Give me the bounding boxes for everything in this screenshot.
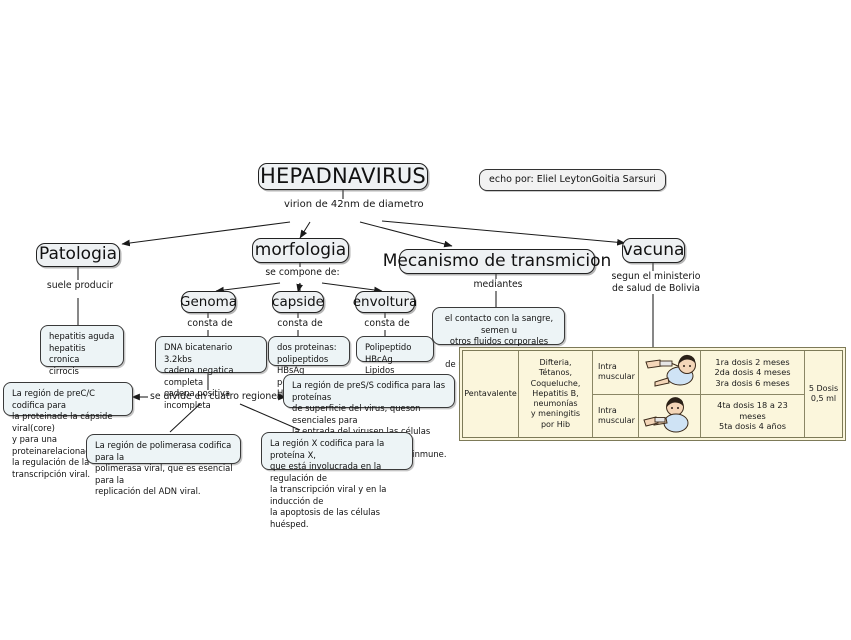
info-region-pres: La región de preS/S codifica para las pr… [283,374,455,459]
baby-vaccination-illustration-icon [642,352,697,392]
node-capside[interactable]: capside [272,291,324,313]
info-region-prec: La región de preC/C codifica para la pro… [3,382,133,479]
table-column-diseases: Difteria, Tétanos, Coqueluche, Hepatitis… [519,351,593,437]
info-patologia-detail: hepatitis aguda hepatitis cronica cirroc… [40,325,124,376]
root-node-hepadnavirus[interactable]: HEPADNAVIRUS [258,163,428,190]
table-column-illustrations [639,351,701,437]
table-cell-total-doses: 5 Dosis 0,5 ml [808,383,839,403]
info-capside-detail: dos proteinas: polipeptidos HBsAg polipe… [268,336,350,398]
link-label-consta-de-envoltura: consta de [355,318,419,330]
author-credit: echo por: Eliel LeytonGoitia Sarsuri [479,169,666,191]
table-cell-vaccine-name: Pentavalente [464,388,517,398]
info-envoltura-detail: Polipeptido HBcAg Lipidos [356,336,434,375]
node-patologia[interactable]: Patologia [36,243,120,267]
child-vaccination-illustration-icon [642,396,697,436]
link-label-virion: virion de 42nm de diametro [282,199,424,212]
info-region-x: La región X codifica para la proteína X,… [261,432,413,529]
link-label-se-compone-de: se compone de: [253,267,352,279]
table-column-schedule: 1ra dosis 2 meses 2da dosis 4 meses 3ra … [701,351,805,437]
node-mecanismo-transmicion[interactable]: Mecanismo de transmicion [383,249,611,274]
link-label-segun-ministerio: segun el ministerio de salud de Bolivia [598,271,714,295]
link-label-suele-producir: suele producir [33,280,127,292]
table-cell-diseases: Difteria, Tétanos, Coqueluche, Hepatitis… [530,358,581,429]
table-cell-schedule-row2: 4ta dosis 18 a 23 meses 5ta dosis 4 años [717,400,788,431]
node-genoma[interactable]: Genoma [180,291,237,313]
table-column-route: Intra muscular Intra muscular [593,351,639,437]
link-label-cuatro-regiones: se divide en cuatro regiones [148,391,282,403]
node-envoltura[interactable]: envoltura [353,291,417,313]
table-cell-route-row1: Intra muscular [593,351,638,395]
table-cell-schedule-row1: 1ra dosis 2 meses 2da dosis 4 meses 3ra … [701,351,804,395]
node-vacuna[interactable]: vacuna [622,238,685,263]
info-region-polimerasa: La región de polimerasa codifica para la… [86,434,241,496]
table-column-total-doses: 5 Dosis 0,5 ml [805,351,842,437]
info-genoma-detail: DNA bicatenario 3.2kbs cadena negatica c… [155,336,267,410]
vaccine-schedule-table: Pentavalente Difteria, Tétanos, Coqueluc… [462,350,843,438]
table-column-vaccine-name: Pentavalente [463,351,519,437]
info-mecanismo-detail: el contacto con la sangre, semen u otros… [432,307,565,392]
table-cell-illustration-row2 [639,395,700,438]
table-cell-illustration-row1 [639,351,700,395]
node-morfologia[interactable]: morfologia [252,238,349,263]
link-label-mediantes: mediantes [466,279,530,291]
link-label-consta-de-capside: consta de [268,318,332,330]
link-label-consta-de-genoma: consta de [178,318,242,330]
table-cell-route-row2: Intra muscular [598,405,635,425]
